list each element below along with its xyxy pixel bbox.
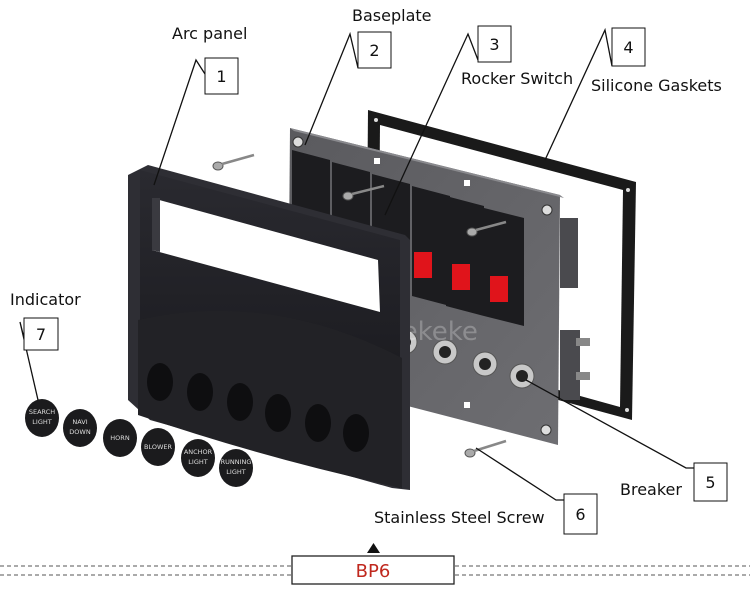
number-box-7: 7 bbox=[23, 317, 59, 351]
label-rocker-switch: Rocker Switch bbox=[461, 69, 573, 88]
svg-text:ANCHOR: ANCHOR bbox=[184, 448, 213, 456]
svg-text:5: 5 bbox=[705, 473, 715, 492]
svg-text:LIGHT: LIGHT bbox=[226, 468, 245, 476]
svg-text:NAVI: NAVI bbox=[72, 418, 87, 426]
svg-text:BLOWER: BLOWER bbox=[144, 443, 172, 451]
svg-text:SEARCH: SEARCH bbox=[29, 408, 55, 416]
svg-text:4: 4 bbox=[623, 38, 633, 57]
number-box-3: 3 bbox=[477, 25, 512, 63]
label-indicator: Indicator bbox=[10, 290, 81, 309]
up-arrow-icon bbox=[367, 543, 380, 553]
leader-lines bbox=[19, 27, 694, 501]
number-box-5: 5 bbox=[693, 462, 728, 502]
indicator-cap: RUNNING LIGHT bbox=[219, 449, 253, 487]
rocker-switch bbox=[484, 208, 524, 326]
screw bbox=[464, 439, 507, 458]
number-box-1: 1 bbox=[204, 57, 239, 95]
indicator-cap: HORN bbox=[103, 419, 137, 457]
rocker-switch bbox=[446, 196, 484, 316]
bottom-divider: BP6 bbox=[0, 543, 750, 585]
svg-text:RUNNING: RUNNING bbox=[221, 458, 252, 466]
number-box-2: 2 bbox=[357, 31, 392, 69]
svg-text:3: 3 bbox=[489, 35, 499, 54]
indicator-cap: NAVI DOWN bbox=[63, 409, 97, 447]
svg-text:LIGHT: LIGHT bbox=[188, 458, 207, 466]
breaker-knob bbox=[509, 363, 535, 389]
screw bbox=[466, 220, 507, 237]
indicator-caps: SEARCH LIGHT NAVI DOWN HORN BLOWER ANCHO… bbox=[25, 399, 253, 487]
label-silicone-gaskets: Silicone Gaskets bbox=[591, 76, 722, 95]
svg-text:HORN: HORN bbox=[110, 434, 130, 442]
svg-text:7: 7 bbox=[36, 325, 46, 344]
svg-text:1: 1 bbox=[216, 67, 226, 86]
arc-panel bbox=[128, 165, 410, 490]
svg-text:2: 2 bbox=[369, 41, 379, 60]
label-stainless-screw: Stainless Steel Screw bbox=[374, 508, 545, 527]
indicator-cap: BLOWER bbox=[141, 428, 175, 466]
label-breaker: Breaker bbox=[620, 480, 682, 499]
screw bbox=[212, 153, 255, 171]
rear-terminals bbox=[560, 218, 590, 400]
svg-text:DOWN: DOWN bbox=[69, 428, 91, 436]
number-boxes: 1 2 3 4 5 6 7 bbox=[23, 25, 728, 535]
indicator-cap: ANCHOR LIGHT bbox=[181, 439, 215, 477]
number-box-4: 4 bbox=[611, 27, 646, 67]
number-box-6: 6 bbox=[563, 493, 598, 535]
breaker-knob bbox=[472, 351, 498, 377]
model-tag: BP6 bbox=[356, 561, 391, 582]
indicator-cap: SEARCH LIGHT bbox=[25, 399, 59, 437]
label-arc-panel: Arc panel bbox=[172, 24, 247, 43]
svg-text:6: 6 bbox=[575, 505, 585, 524]
label-baseplate: Baseplate bbox=[352, 6, 431, 25]
screw bbox=[342, 184, 385, 201]
rocker-switch bbox=[412, 186, 450, 306]
breaker-knob bbox=[432, 339, 458, 365]
svg-text:LIGHT: LIGHT bbox=[32, 418, 51, 426]
